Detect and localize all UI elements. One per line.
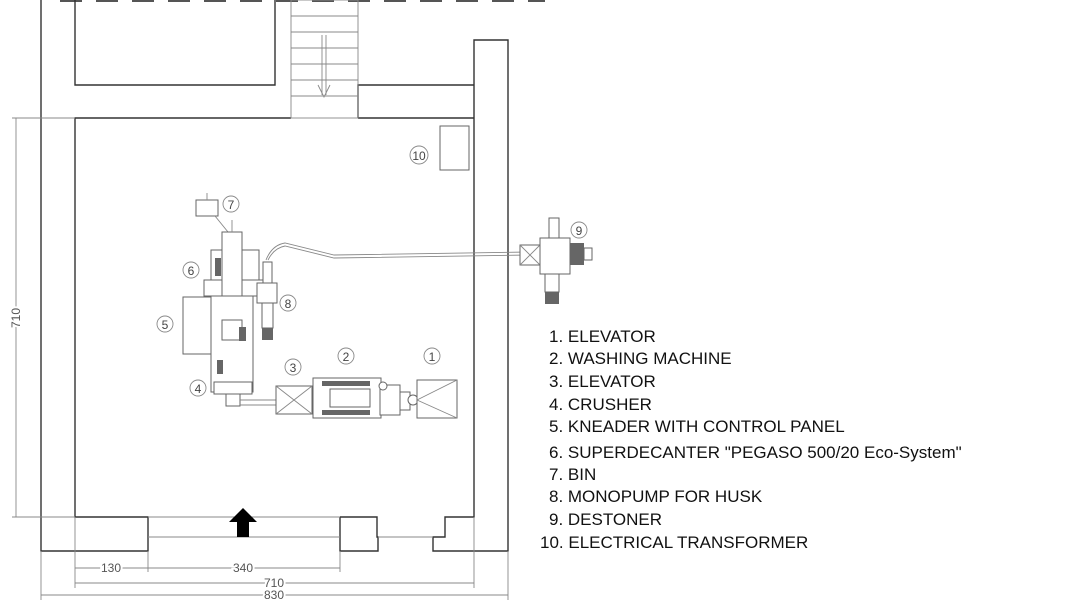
legend: 1. ELEVATOR 2. WASHING MACHINE 3. ELEVAT…: [540, 327, 962, 552]
dimension-lines: 130 340 710 830 710: [7, 117, 509, 600]
marker-4: 4: [189, 379, 207, 397]
machine-elevator-3: [275, 385, 313, 415]
stairs: [290, 0, 359, 119]
svg-text:2: 2: [343, 350, 350, 364]
svg-text:3: 3: [290, 361, 297, 375]
machine-elevator-1: [416, 379, 458, 419]
marker-1: 1: [423, 347, 441, 365]
legend-item: 2. WASHING MACHINE: [549, 349, 732, 368]
svg-text:7: 7: [228, 198, 235, 212]
dim-710-horizontal: 710: [264, 576, 284, 590]
legend-item: 10. ELECTRICAL TRANSFORMER: [540, 533, 808, 552]
marker-3: 3: [284, 358, 302, 376]
dim-340: 340: [233, 561, 253, 575]
marker-8: 8: [279, 294, 297, 312]
legend-item: 5. KNEADER WITH CONTROL PANEL: [549, 417, 845, 436]
walls: [40, 0, 509, 552]
legend-item: 3. ELEVATOR: [549, 372, 656, 391]
item-markers: 1 2 3 4 5 6 7 8 9 10: [156, 145, 588, 397]
legend-item: 1. ELEVATOR: [549, 327, 656, 346]
legend-item: 7. BIN: [549, 465, 596, 484]
machine-washing: [312, 377, 419, 419]
arrow-up-icon: [229, 508, 257, 537]
svg-text:8: 8: [285, 297, 292, 311]
dim-830: 830: [264, 588, 284, 600]
legend-item: 6. SUPERDECANTER "PEGASO 500/20 Eco-Syst…: [549, 443, 962, 462]
marker-10: 10: [409, 145, 429, 165]
machine-destoner: [519, 217, 593, 304]
svg-text:5: 5: [162, 318, 169, 332]
machine-crusher: [213, 381, 276, 407]
machine-bin: [195, 193, 229, 233]
dim-710-vertical: 710: [9, 308, 23, 328]
marker-5: 5: [156, 315, 174, 333]
machine-kneader: [182, 295, 254, 393]
dim-130: 130: [101, 561, 121, 575]
svg-text:10: 10: [412, 149, 426, 163]
marker-6: 6: [182, 261, 200, 279]
legend-item: 9. DESTONER: [549, 510, 662, 529]
svg-text:9: 9: [576, 224, 583, 238]
svg-text:4: 4: [195, 382, 202, 396]
machine-transformer: [439, 125, 470, 171]
marker-7: 7: [222, 195, 240, 213]
legend-item: 4. CRUSHER: [549, 395, 652, 414]
legend-item: 8. MONOPUMP FOR HUSK: [549, 487, 763, 506]
svg-text:1: 1: [429, 350, 436, 364]
machine-monopump: [256, 242, 531, 340]
svg-text:6: 6: [188, 264, 195, 278]
marker-9: 9: [570, 221, 588, 239]
marker-2: 2: [337, 347, 355, 365]
stairs-down-arrow-icon: [317, 35, 331, 99]
